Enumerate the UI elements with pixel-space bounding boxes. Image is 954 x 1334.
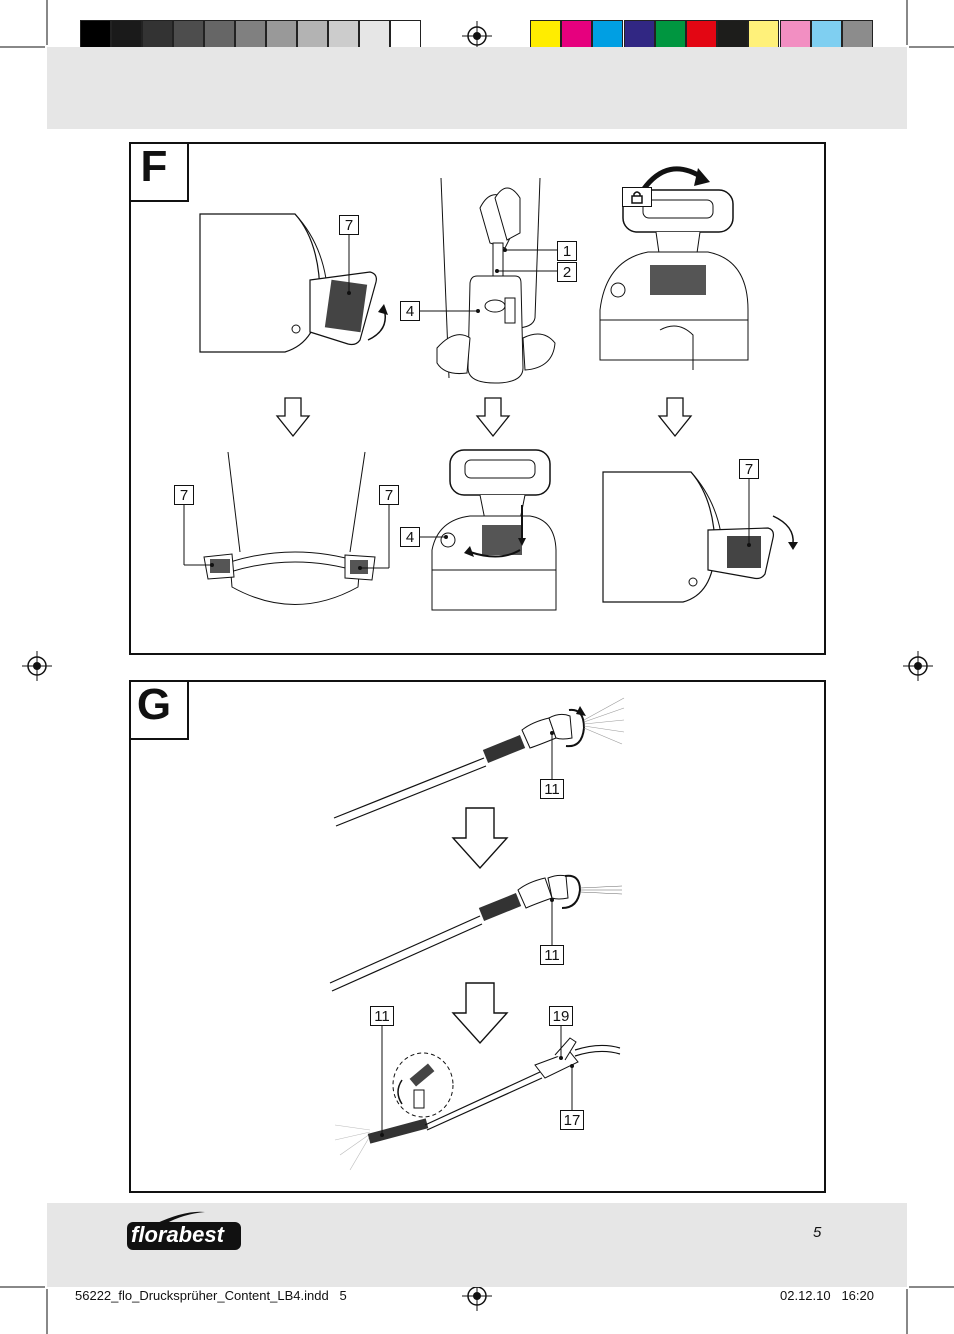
footer-date-time: 02.12.10 16:20 xyxy=(780,1288,874,1303)
illustration-foot-pedal-unfold xyxy=(199,213,388,353)
color-swatch xyxy=(686,20,717,51)
color-swatch xyxy=(654,20,686,51)
callout-g-17: 17 xyxy=(560,1110,584,1130)
callout-g-11a: 11 xyxy=(540,779,564,799)
callout-f-7d: 7 xyxy=(739,459,759,479)
callout-f-4b: 4 xyxy=(400,527,420,547)
grey-swatch xyxy=(390,20,421,51)
illustration-unlock-handle xyxy=(599,166,749,370)
brand-logo-leaf-icon xyxy=(127,1211,241,1250)
brand-logo-text: florabest xyxy=(131,1222,224,1247)
illustration-foot-pedal-fold xyxy=(602,471,798,603)
down-arrow-f3 xyxy=(657,397,693,438)
brand-logo: florabest xyxy=(125,1208,243,1252)
illustration-pumping xyxy=(436,177,556,384)
color-swatch xyxy=(530,20,561,51)
down-arrow-f2 xyxy=(475,397,511,438)
registration-mark-top xyxy=(462,21,492,51)
illustration-both-pedals-out xyxy=(203,451,376,605)
illustration-lock-handle xyxy=(431,449,557,611)
grey-swatch xyxy=(111,20,142,51)
callout-g-19: 19 xyxy=(549,1006,573,1026)
illustration-nozzle-jet-spray xyxy=(329,874,623,992)
registration-mark-left xyxy=(22,651,52,681)
panel-f-letter-box xyxy=(129,142,189,202)
down-arrow-g2 xyxy=(451,982,509,1045)
lock-icon xyxy=(631,191,643,204)
color-swatch xyxy=(842,20,873,51)
callout-g-11b: 11 xyxy=(540,945,564,965)
illustration-nozzle-fan-spray xyxy=(333,697,625,827)
grey-swatch xyxy=(359,20,390,51)
panel-g-letter: G xyxy=(136,680,172,729)
panel-f-leader-lines xyxy=(183,235,751,570)
down-arrow-g1 xyxy=(451,807,509,870)
panel-g-letter-box xyxy=(129,680,189,740)
page-number: 5 xyxy=(813,1224,822,1241)
grey-swatch xyxy=(297,20,328,51)
grey-swatch xyxy=(80,20,111,51)
illustration-lance-assembly xyxy=(334,1037,621,1171)
color-swatch xyxy=(779,20,811,51)
callout-f-4a: 4 xyxy=(400,301,420,321)
lock-symbol-box xyxy=(622,187,652,207)
callout-f-2: 2 xyxy=(557,262,577,282)
registration-mark-right xyxy=(903,651,933,681)
grey-swatch xyxy=(328,20,359,51)
grey-swatch xyxy=(266,20,297,51)
color-swatch xyxy=(623,20,655,51)
callout-f-7a: 7 xyxy=(339,215,359,235)
grey-swatch xyxy=(142,20,173,51)
panel-f-letter: F xyxy=(140,142,168,191)
callout-f-7b: 7 xyxy=(174,485,194,505)
color-swatch xyxy=(748,20,780,51)
callout-f-1: 1 xyxy=(557,241,577,261)
callout-g-11c: 11 xyxy=(370,1006,394,1026)
down-arrow-f1 xyxy=(275,397,311,438)
grey-swatch xyxy=(204,20,235,51)
color-swatch xyxy=(717,20,749,51)
callout-f-7c: 7 xyxy=(379,485,399,505)
footer-file-name: 56222_flo_Drucksprüher_Content_LB4.indd … xyxy=(75,1288,347,1303)
header-band xyxy=(47,47,907,129)
